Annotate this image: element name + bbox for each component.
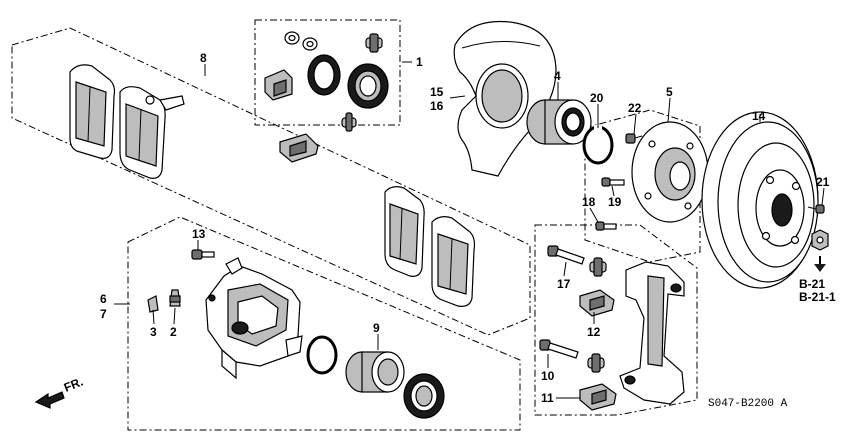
callout-3: 3 xyxy=(150,325,157,339)
piston-seal xyxy=(306,335,338,375)
callout-20: 20 xyxy=(590,91,604,105)
callout-4: 4 xyxy=(554,69,561,83)
caliper-body xyxy=(205,257,303,380)
caliper-group-boundary xyxy=(127,216,521,431)
caliper-bracket xyxy=(619,261,685,405)
callout-22: 22 xyxy=(628,101,642,115)
bolt-13 xyxy=(191,249,215,260)
callout-12: 12 xyxy=(587,325,601,339)
piston-boot xyxy=(403,373,445,419)
hub-group-boundary xyxy=(584,109,701,263)
front-direction-label: FR. xyxy=(62,375,85,395)
splash-shield xyxy=(453,20,557,177)
callout-18: 18 xyxy=(582,195,596,209)
callout-6: 6 xyxy=(100,292,107,306)
callout-11: 11 xyxy=(541,391,554,405)
stud-bolt-19 xyxy=(601,177,625,187)
pad-shim-12 xyxy=(579,289,615,317)
brake-pad-outer-lower xyxy=(384,186,425,277)
leader-lines xyxy=(114,61,825,399)
retainer-clip xyxy=(279,133,319,163)
seal-kit-parts xyxy=(264,31,389,132)
caliper-piston xyxy=(345,351,405,393)
callout-16: 16 xyxy=(430,99,444,113)
callout-14: 14 xyxy=(752,109,766,123)
screw-18 xyxy=(595,221,617,231)
callout-13: 13 xyxy=(192,227,206,241)
brake-pad-inner-lower xyxy=(431,216,476,307)
screw-21 xyxy=(807,204,825,214)
pin-boot-upper xyxy=(589,257,607,277)
snap-ring xyxy=(582,125,614,165)
callout-7: 7 xyxy=(100,307,107,321)
reference-b21: B-21 xyxy=(799,277,825,291)
brake-pad-outer xyxy=(69,64,116,159)
reference-arrow-icon xyxy=(814,256,826,272)
callout-21: 21 xyxy=(816,175,830,189)
pin-boot-lower xyxy=(587,353,605,373)
callout-9: 9 xyxy=(373,321,380,335)
callout-17: 17 xyxy=(557,277,571,291)
guide-pin-17 xyxy=(547,245,585,265)
callout-10: 10 xyxy=(541,369,555,383)
callout-5: 5 xyxy=(666,85,673,99)
diagram-code: S047-B2200 A xyxy=(708,398,788,410)
wheel-hub xyxy=(631,121,709,223)
brake-disc xyxy=(701,111,819,289)
bleeder-screw xyxy=(169,289,181,307)
wheel-bearing xyxy=(526,99,592,145)
callout-labels: 1 2 3 4 5 6 7 8 9 10 11 12 13 14 15 16 1… xyxy=(100,51,830,405)
callout-15: 15 xyxy=(430,85,444,99)
reference-b21-1: B-21-1 xyxy=(799,290,836,304)
callout-1: 1 xyxy=(416,55,423,69)
callout-8: 8 xyxy=(200,51,207,65)
bleeder-cap xyxy=(147,295,159,313)
bolt-22 xyxy=(625,133,643,144)
guide-pin-10 xyxy=(539,339,579,359)
brake-pad-inner xyxy=(119,86,185,179)
bracket-group-boundary xyxy=(534,224,698,416)
seal-kit-boundary xyxy=(254,19,401,126)
hub-nut xyxy=(811,229,829,251)
pad-group-boundary xyxy=(11,27,531,336)
front-direction-arrow xyxy=(34,391,65,409)
callout-2: 2 xyxy=(170,325,177,339)
pad-shim-11 xyxy=(579,383,617,411)
callout-19: 19 xyxy=(608,195,622,209)
